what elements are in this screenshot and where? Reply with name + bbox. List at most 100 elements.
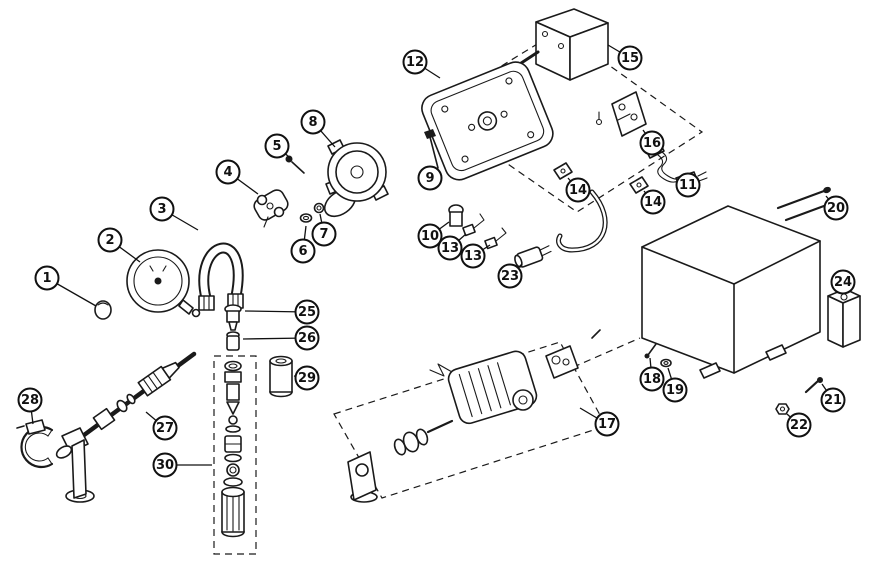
callout-5: 5 [264,133,291,159]
callout-number: 7 [319,227,328,242]
part-cap-1 [94,300,112,320]
callout-number: 6 [298,244,307,259]
callout-29: 29 [293,365,320,391]
callout-balloon [820,387,846,413]
callout-number: 22 [790,418,808,433]
callout-balloon [264,133,290,159]
callout-balloon [830,269,856,295]
callout-number: 26 [298,331,316,346]
callout-balloon [640,189,666,215]
callout-number: 21 [824,393,842,408]
part-armature [393,419,454,456]
part-nut-22 [775,403,790,415]
callout-number: 19 [666,383,684,398]
callout-10: 10 [417,221,450,249]
part-tube [556,189,608,253]
part-bracket-16 [595,91,647,137]
callout-balloon [402,49,428,75]
callout-15: 15 [607,44,643,71]
callout-14: 14 [565,177,591,203]
callout-22: 22 [786,412,812,438]
callout-number: 1 [42,271,51,286]
callout-14: 14 [640,189,666,215]
callout-number: 4 [223,165,232,180]
callout-number: 10 [421,229,439,244]
assembly-pump-17 [347,329,601,503]
callout-28: 28 [17,387,43,425]
callout-number: 13 [464,249,482,264]
callout-balloon [786,412,812,438]
part-ring-7 [313,202,325,214]
callout-balloon [460,243,486,269]
callout-number: 16 [643,136,661,151]
part-clip-14a [553,162,573,180]
part-fitting-25 [224,304,242,331]
callout-number: 14 [644,195,662,210]
part-gauge-2 [126,249,201,318]
callout-number: 14 [569,183,587,198]
callout-13: 13 [460,243,491,269]
callout-1: 1 [34,265,97,307]
callout-21: 21 [820,383,846,413]
callout-balloon [417,165,443,191]
callout-9: 9 [417,165,443,191]
callout-number: 9 [425,171,434,186]
callout-number: 2 [105,233,114,248]
callout-balloon [437,235,463,261]
callout-number: 13 [441,241,459,256]
callout-25: 25 [244,299,320,325]
callout-balloon [294,299,320,325]
part-hose-clamp-28 [16,419,54,469]
callout-number: 28 [21,393,39,408]
callout-number: 3 [157,202,166,217]
part-end-bracket [347,451,378,503]
callout-number: 24 [834,275,852,290]
part-fitting-10 [448,204,464,227]
part-screw-5 [285,155,305,174]
part-fitting-26 [226,331,240,351]
callout-30: 30 [152,452,212,478]
callout-balloon [565,177,591,203]
callout-number: 29 [298,371,316,386]
callout-balloon [17,387,43,413]
callout-23: 23 [497,263,523,289]
part-clamp-ring-8 [323,139,389,218]
callout-13: 13 [437,233,467,261]
kit-parts-30 [221,360,245,538]
part-fitting-13b [484,227,507,250]
callout-6: 6 [290,225,316,264]
assembly-intake-27 [55,351,197,503]
callout-8: 8 [300,109,336,148]
callout-balloon [311,221,337,247]
part-washer-19 [660,358,672,368]
part-cylinder-29 [269,355,293,398]
callout-number: 20 [827,201,845,216]
callout-4: 4 [215,159,259,195]
callout-19: 19 [662,367,688,403]
callout-number: 5 [272,139,281,154]
callout-number: 17 [598,417,616,432]
part-clip-14b [629,176,649,194]
part-enclosure-box [641,205,821,379]
callout-number: 11 [679,178,697,193]
callout-balloon [34,265,60,291]
part-plate-12 [421,61,554,181]
callout-24: 24 [830,269,856,295]
callout-balloon [290,238,316,264]
callout-number: 18 [643,372,661,387]
callout-balloon [294,365,320,391]
part-screw-21 [804,377,823,394]
callout-balloon [594,411,620,437]
callout-balloon [823,195,849,221]
callout-balloon [639,130,665,156]
callout-17: 17 [579,407,620,437]
callout-balloon [152,415,178,441]
part-bracket-4 [253,189,289,228]
part-hose-3 [198,242,244,311]
callout-12: 12 [402,49,441,79]
callout-number: 30 [156,458,174,473]
callout-number: 27 [156,421,174,436]
part-washer-6 [299,213,313,223]
part-foot-bracket [65,439,95,503]
